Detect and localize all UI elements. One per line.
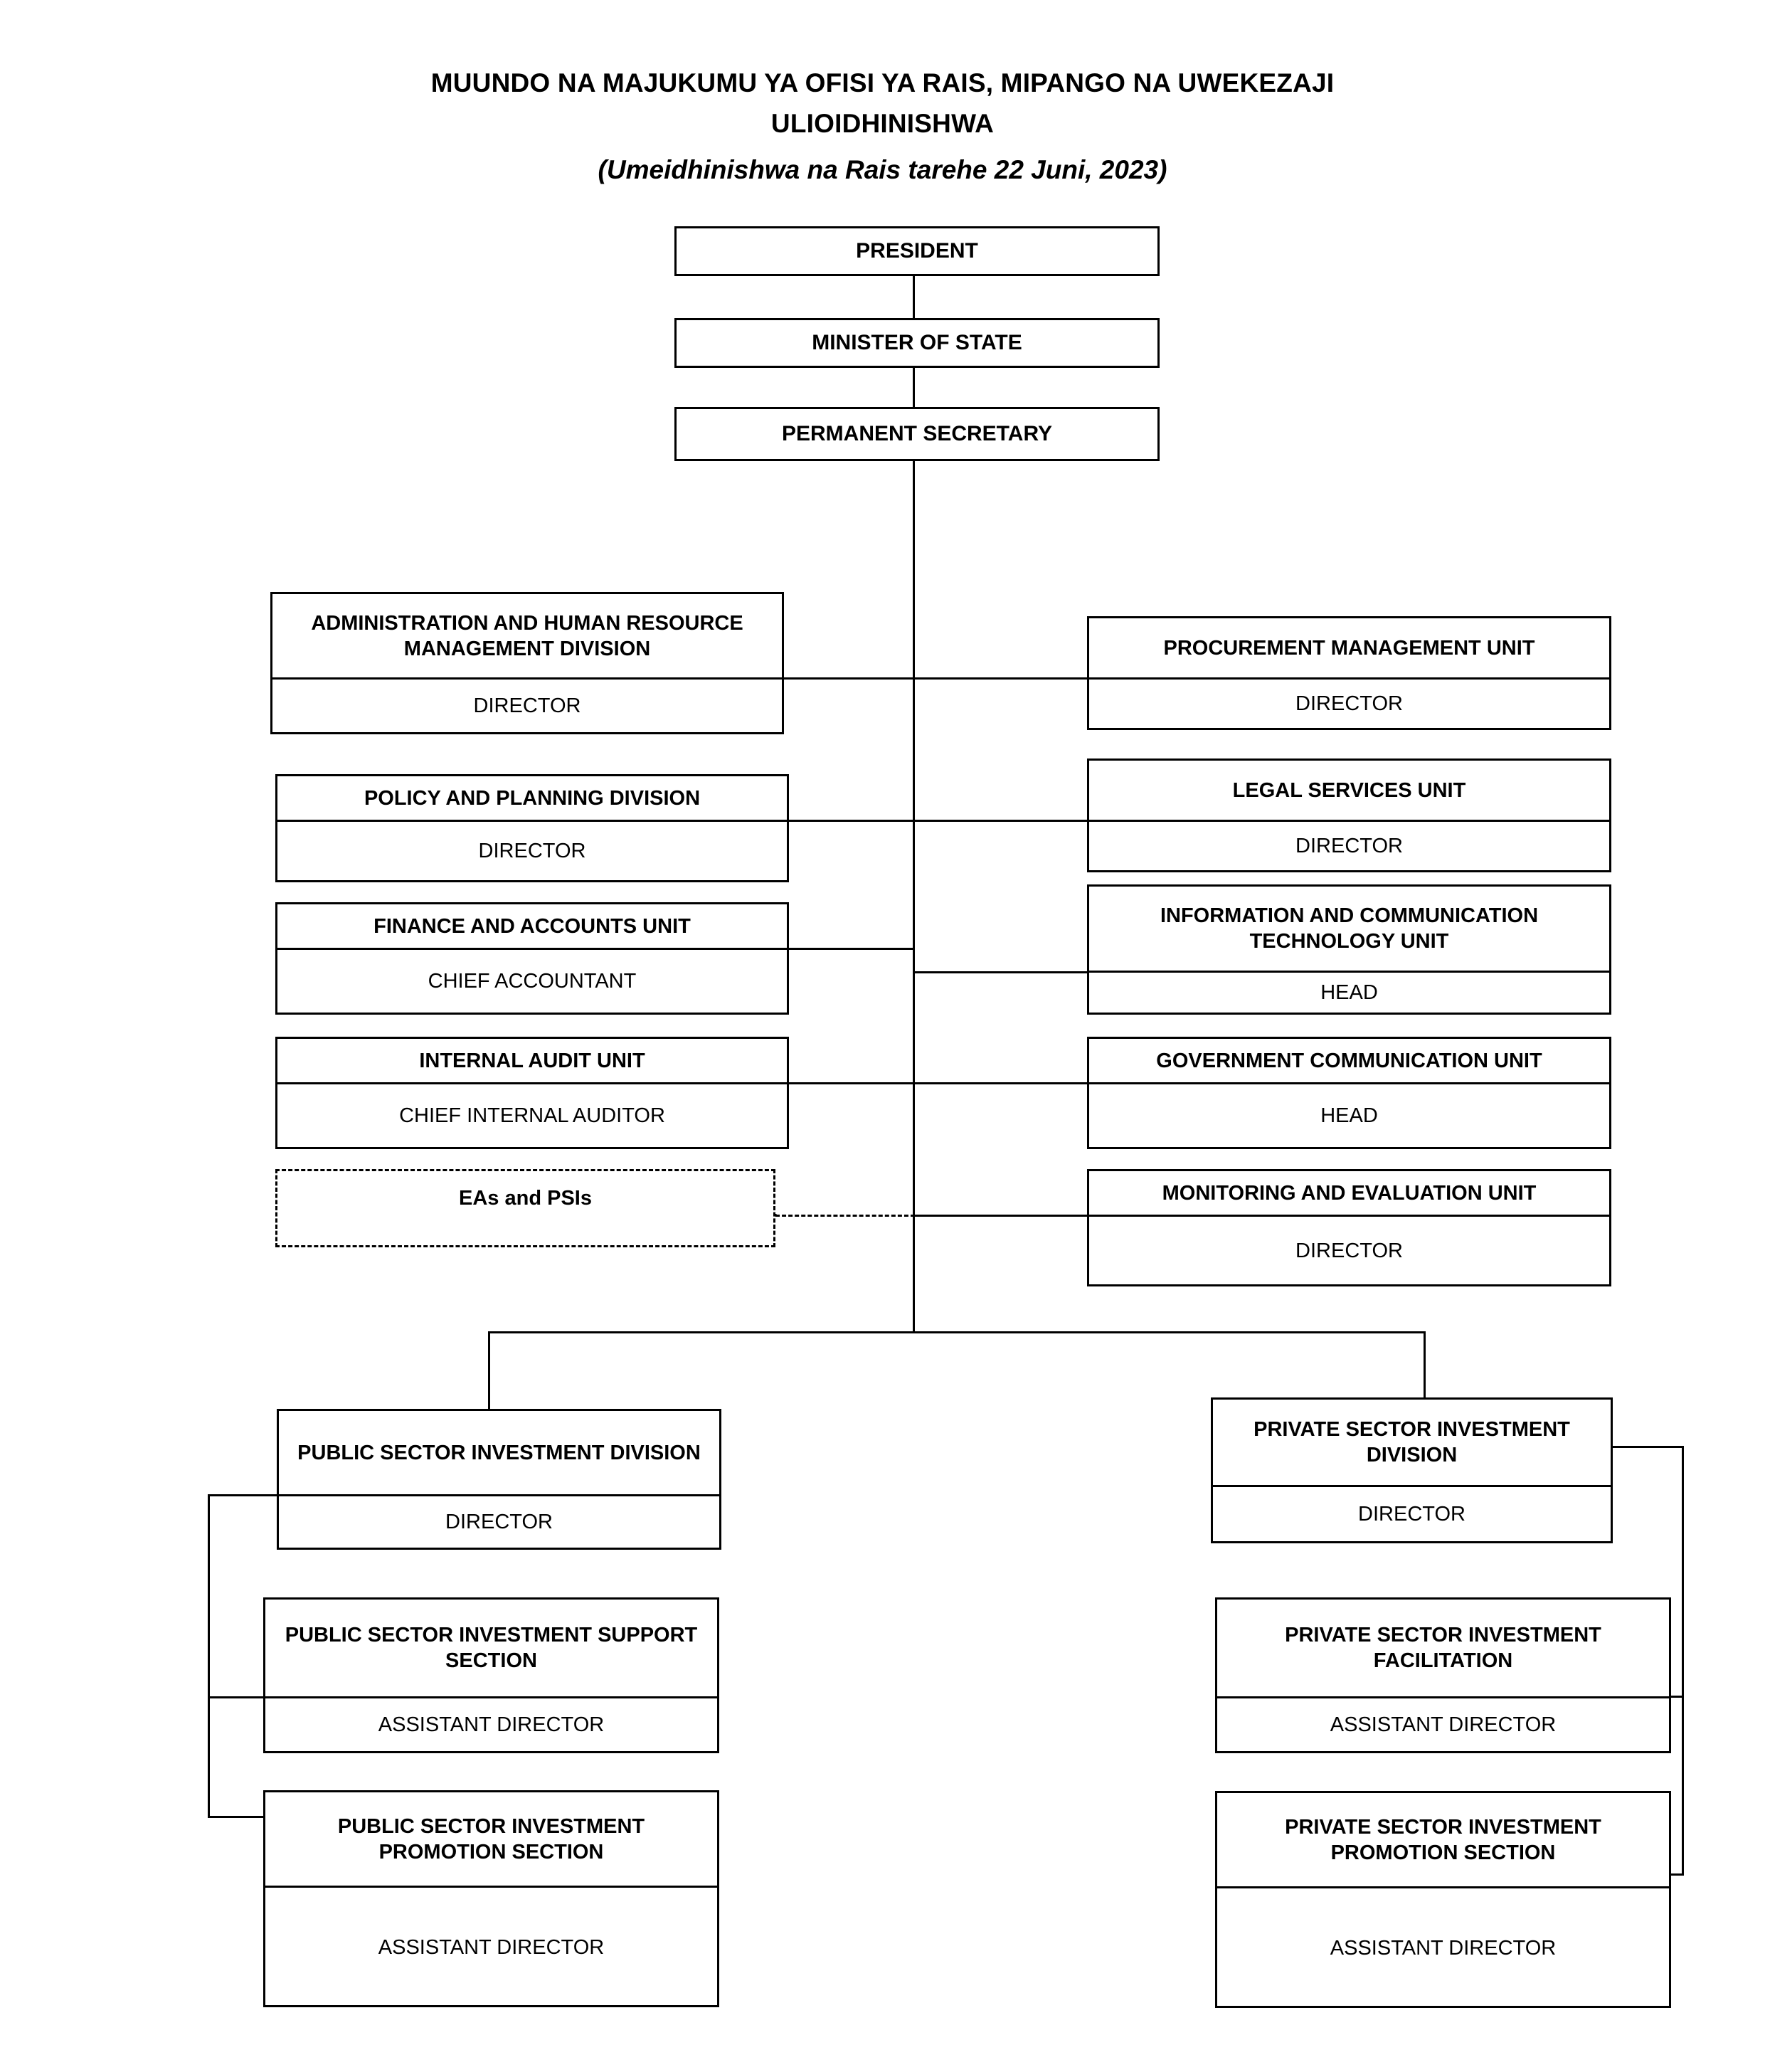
box-divider — [272, 677, 782, 680]
box-legal-services-unit-role: DIRECTOR — [1295, 835, 1403, 857]
box-monitoring-evaluation-unit[interactable]: MONITORING AND EVALUATION UNIT DIRECTOR — [1087, 1169, 1611, 1286]
box-policy-planning-division[interactable]: POLICY AND PLANNING DIVISION DIRECTOR — [275, 774, 789, 882]
box-monitoring-evaluation-unit-role: DIRECTOR — [1295, 1239, 1403, 1262]
box-internal-audit-unit[interactable]: INTERNAL AUDIT UNIT CHIEF INTERNAL AUDIT… — [275, 1037, 789, 1149]
connector-president-to-minister — [913, 274, 915, 321]
box-administration-hr-division-title: ADMINISTRATION AND HUMAN RESOURCE MANAGE… — [311, 611, 743, 660]
box-public-sector-investment-promotion-section-role: ASSISTANT DIRECTOR — [378, 1936, 605, 1959]
box-minister-of-state-label: MINISTER OF STATE — [812, 331, 1022, 354]
box-procurement-management-unit-role: DIRECTOR — [1295, 692, 1403, 715]
box-private-sector-investment-facilitation-title: PRIVATE SECTOR INVESTMENT FACILITATION — [1285, 1624, 1601, 1672]
connector-private-sector-rail-top-stub — [1612, 1446, 1684, 1448]
box-policy-planning-division-title: POLICY AND PLANNING DIVISION — [364, 786, 701, 810]
box-divider — [1089, 1082, 1609, 1084]
box-ict-unit-title: INFORMATION AND COMMUNICATION TECHNOLOGY… — [1160, 904, 1539, 953]
box-permanent-secretary[interactable]: PERMANENT SECRETARY — [674, 407, 1160, 461]
connector-minister-to-ps — [913, 363, 915, 410]
box-finance-accounts-unit-title: FINANCE AND ACCOUNTS UNIT — [373, 914, 691, 938]
connector-split-bar — [488, 1331, 1426, 1333]
connector-spine-to-gov-communication — [913, 1082, 1089, 1084]
box-government-communication-unit-role: HEAD — [1320, 1104, 1378, 1127]
box-private-sector-investment-promotion-section[interactable]: PRIVATE SECTOR INVESTMENT PROMOTION SECT… — [1215, 1791, 1671, 2008]
box-legal-services-unit-title: LEGAL SERVICES UNIT — [1232, 778, 1466, 802]
box-procurement-management-unit-title: PROCUREMENT MANAGEMENT UNIT — [1163, 636, 1535, 660]
box-legal-services-unit[interactable]: LEGAL SERVICES UNIT DIRECTOR — [1087, 758, 1611, 872]
box-divider — [1089, 820, 1609, 822]
connector-public-sector-left-rail — [208, 1494, 210, 1818]
box-president-label: PRESIDENT — [856, 239, 978, 263]
box-divider — [277, 1082, 787, 1084]
title-line-1: MUUNDO NA MAJUKUMU YA OFISI YA RAIS, MIP… — [430, 68, 1335, 97]
connector-eas-psis-dashed — [775, 1215, 915, 1217]
box-procurement-management-unit[interactable]: PROCUREMENT MANAGEMENT UNIT DIRECTOR — [1087, 616, 1611, 730]
box-divider — [265, 1696, 717, 1698]
box-divider — [1213, 1485, 1611, 1487]
box-policy-planning-division-role: DIRECTOR — [478, 840, 586, 862]
box-private-sector-investment-division-role: DIRECTOR — [1358, 1503, 1465, 1526]
box-permanent-secretary-label: PERMANENT SECRETARY — [781, 422, 1053, 445]
box-eas-and-psis-title: EAs and PSIs — [459, 1187, 592, 1210]
box-private-sector-investment-division[interactable]: PRIVATE SECTOR INVESTMENT DIVISION DIREC… — [1211, 1397, 1613, 1543]
box-divider — [1217, 1696, 1669, 1698]
box-private-sector-investment-promotion-section-title: PRIVATE SECTOR INVESTMENT PROMOTION SECT… — [1285, 1815, 1601, 1864]
box-divider — [277, 820, 787, 822]
box-public-sector-investment-division-title: PUBLIC SECTOR INVESTMENT DIVISION — [297, 1441, 701, 1464]
connector-public-sector-rail-mid-stub — [208, 1696, 277, 1698]
connector-private-sector-right-rail — [1682, 1446, 1684, 1876]
connector-admin-hr-to-spine — [783, 677, 915, 680]
box-public-sector-investment-division-role: DIRECTOR — [445, 1511, 553, 1533]
box-public-sector-investment-promotion-section-title: PUBLIC SECTOR INVESTMENT PROMOTION SECTI… — [337, 1814, 645, 1864]
connector-spine-to-monitoring-evaluation — [913, 1215, 1089, 1217]
box-finance-accounts-unit-role: CHIEF ACCOUNTANT — [428, 970, 637, 993]
box-public-sector-investment-support-section-title: PUBLIC SECTOR INVESTMENT SUPPORT SECTION — [285, 1624, 698, 1672]
box-private-sector-investment-facilitation-role: ASSISTANT DIRECTOR — [1330, 1713, 1557, 1736]
connector-split-to-private-sector-division — [1424, 1331, 1426, 1402]
connector-public-sector-rail-bottom-stub — [208, 1816, 277, 1818]
connector-public-sector-rail-top-stub — [208, 1494, 277, 1496]
connector-policy-planning-to-spine — [788, 820, 915, 822]
box-president[interactable]: PRESIDENT — [674, 226, 1160, 276]
connector-finance-accounts-to-spine — [788, 948, 915, 950]
box-divider — [1089, 1215, 1609, 1217]
box-minister-of-state[interactable]: MINISTER OF STATE — [674, 318, 1160, 368]
box-private-sector-investment-promotion-section-role: ASSISTANT DIRECTOR — [1330, 1937, 1557, 1960]
title-line-2: ULIOIDHINISHWA — [770, 109, 995, 138]
connector-main-spine — [913, 461, 915, 1333]
box-private-sector-investment-facilitation[interactable]: PRIVATE SECTOR INVESTMENT FACILITATION A… — [1215, 1597, 1671, 1753]
box-divider — [1089, 677, 1609, 680]
title-subtitle: (Umeidhinishwa na Rais tarehe 22 Juni, 2… — [598, 155, 1167, 184]
box-administration-hr-division[interactable]: ADMINISTRATION AND HUMAN RESOURCE MANAGE… — [270, 592, 784, 734]
box-public-sector-investment-promotion-section[interactable]: PUBLIC SECTOR INVESTMENT PROMOTION SECTI… — [263, 1790, 719, 2007]
box-divider — [279, 1494, 719, 1496]
connector-internal-audit-to-spine — [788, 1082, 915, 1084]
box-public-sector-investment-support-section-role: ASSISTANT DIRECTOR — [378, 1713, 605, 1736]
connector-spine-to-ict — [913, 971, 1089, 973]
box-internal-audit-unit-title: INTERNAL AUDIT UNIT — [419, 1049, 645, 1072]
box-public-sector-investment-support-section[interactable]: PUBLIC SECTOR INVESTMENT SUPPORT SECTION… — [263, 1597, 719, 1753]
connector-spine-to-procurement — [913, 677, 1089, 680]
box-administration-hr-division-role: DIRECTOR — [473, 694, 581, 717]
box-eas-and-psis[interactable]: EAs and PSIs — [275, 1169, 775, 1247]
box-divider — [277, 948, 787, 950]
box-government-communication-unit[interactable]: GOVERNMENT COMMUNICATION UNIT HEAD — [1087, 1037, 1611, 1149]
box-divider — [265, 1886, 717, 1888]
box-monitoring-evaluation-unit-title: MONITORING AND EVALUATION UNIT — [1162, 1181, 1537, 1205]
box-internal-audit-unit-role: CHIEF INTERNAL AUDITOR — [399, 1104, 665, 1127]
connector-spine-to-legal-services — [913, 820, 1089, 822]
box-government-communication-unit-title: GOVERNMENT COMMUNICATION UNIT — [1156, 1049, 1542, 1072]
box-ict-unit-role: HEAD — [1320, 981, 1378, 1004]
box-divider — [1217, 1886, 1669, 1888]
box-finance-accounts-unit[interactable]: FINANCE AND ACCOUNTS UNIT CHIEF ACCOUNTA… — [275, 902, 789, 1015]
box-private-sector-investment-division-title: PRIVATE SECTOR INVESTMENT DIVISION — [1253, 1418, 1570, 1466]
box-ict-unit[interactable]: INFORMATION AND COMMUNICATION TECHNOLOGY… — [1087, 884, 1611, 1015]
connector-split-to-public-sector-division — [488, 1331, 490, 1410]
box-public-sector-investment-division[interactable]: PUBLIC SECTOR INVESTMENT DIVISION DIRECT… — [277, 1409, 721, 1550]
chart-title-block: MUUNDO NA MAJUKUMU YA OFISI YA RAIS, MIP… — [0, 63, 1765, 192]
box-divider — [1089, 971, 1609, 973]
